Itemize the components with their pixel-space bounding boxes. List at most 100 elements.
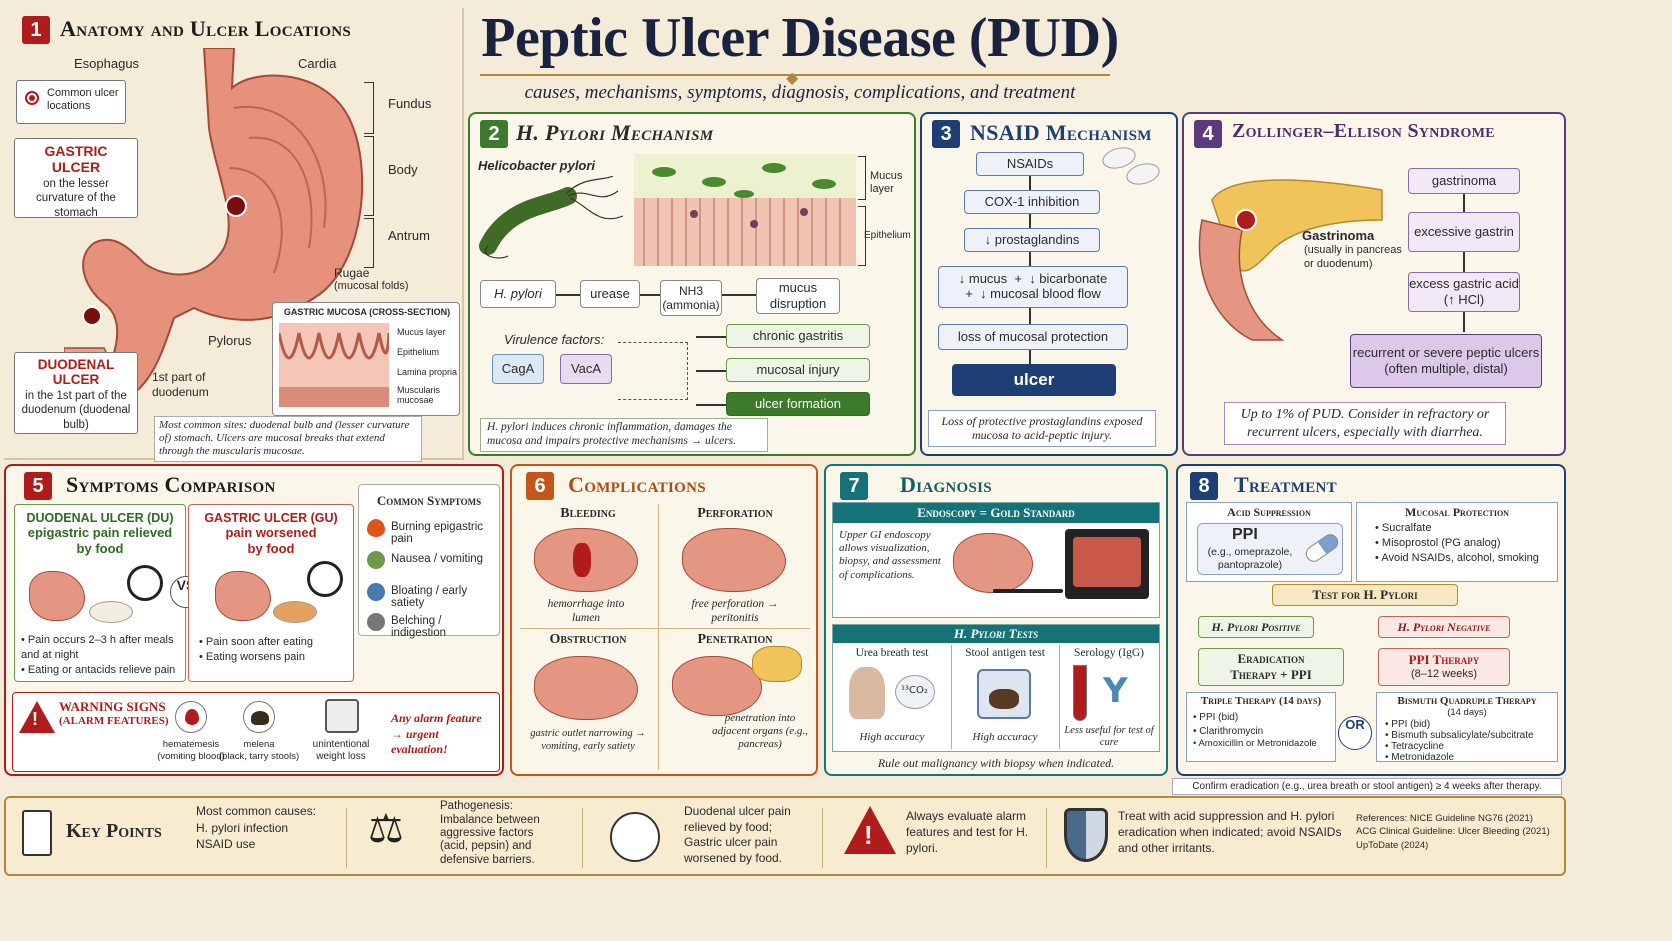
nsaid-step: ↓ prostaglandins bbox=[964, 228, 1100, 252]
stomach-icon bbox=[29, 571, 85, 621]
anatomy-note: Most common sites: duodenal bulb and (le… bbox=[154, 416, 422, 462]
zes-step: excess gastric acid (↑ HCl) bbox=[1408, 272, 1520, 312]
panel-diagnosis: 7 Diagnosis Endoscopy = Gold Standard Up… bbox=[824, 464, 1168, 776]
divider bbox=[1046, 808, 1047, 868]
or-badge: OR bbox=[1338, 716, 1372, 750]
key-point-text: Imbalance between aggressive factors (ac… bbox=[440, 814, 540, 866]
bracket bbox=[858, 206, 866, 266]
page-subtitle: causes, mechanisms, symptoms, diagnosis,… bbox=[524, 82, 1076, 103]
triple-item: Amoxicillin or Metronidazole bbox=[1193, 738, 1337, 751]
divider bbox=[658, 504, 659, 770]
nsaid-step: NSAIDs bbox=[976, 152, 1084, 176]
key-point-text: Treat with acid suppression and H. pylor… bbox=[1118, 809, 1342, 856]
panel-title: Anatomy and Ulcer Locations bbox=[60, 16, 352, 41]
reference-line: UpToDate (2024) bbox=[1356, 839, 1429, 851]
label-esophagus: Esophagus bbox=[74, 56, 140, 71]
mucosal-protection-box: Mucosal Protection Sucralfate Misoprosto… bbox=[1356, 502, 1558, 582]
bismuth-item: Tetracycline bbox=[1385, 741, 1557, 752]
mucosa-layer-label: Lamina propria bbox=[397, 367, 458, 377]
symptom-item: Belching / indigestion bbox=[391, 615, 446, 639]
warning-sub: (ALARM FEATURES) bbox=[59, 715, 169, 727]
label-rugae-sub: (mucosal folds) bbox=[334, 280, 409, 292]
bismuth-item: Bismuth subsalicylate/subcitrate bbox=[1385, 730, 1557, 741]
zes-note: Up to 1% of PUD. Consider in refractory … bbox=[1224, 402, 1506, 445]
mucosa-layer-label: Mucus layer bbox=[397, 327, 446, 337]
bismuth-title: Bismuth Quadruple Therapy bbox=[1397, 695, 1537, 707]
key-point-text: H. pylori infection NSAID use bbox=[196, 821, 289, 852]
panel-title: Complications bbox=[568, 472, 706, 497]
plate-icon bbox=[610, 812, 660, 862]
nsaid-step: + ↓ mucosal blood flow bbox=[965, 286, 1101, 301]
triple-item: Clarithromycin bbox=[1193, 725, 1337, 739]
alarm-icon bbox=[844, 806, 896, 854]
clipboard-icon bbox=[22, 810, 52, 856]
complication-title: Perforation bbox=[697, 506, 773, 521]
flow-hpylori: H. pylori bbox=[480, 280, 556, 308]
complication-caption: penetration into adjacent organs (e.g., … bbox=[712, 712, 808, 751]
zes-step: excessive gastrin bbox=[1408, 212, 1520, 252]
panel-title: Diagnosis bbox=[900, 472, 992, 497]
page-title: Peptic Ulcer Disease (PUD) bbox=[481, 7, 1119, 69]
gastric-ulcer-title: GASTRIC ULCER bbox=[44, 143, 108, 175]
person-breath-icon bbox=[849, 667, 885, 719]
flow-nh3: NH3 (ammonia) bbox=[660, 280, 722, 316]
hpylori-positive-box: H. Pylori Positive bbox=[1198, 616, 1314, 638]
key-points-title: Key Points bbox=[66, 820, 162, 842]
panel-complications: 6 Complications Bleeding hemorrhage into… bbox=[510, 464, 818, 776]
panel-hpylori: 2 H. Pylori Mechanism Helicobacter pylor… bbox=[468, 112, 916, 456]
key-point-heading: Pathogenesis: bbox=[440, 800, 513, 812]
tests-header: H. Pylori Tests bbox=[833, 625, 1159, 643]
warning-title: WARNING SIGNS bbox=[59, 699, 166, 714]
obstruction-stomach-icon bbox=[534, 656, 638, 720]
divider bbox=[520, 628, 810, 629]
common-symptoms-box: Common Symptoms Burning epigastric pain … bbox=[358, 484, 500, 639]
ornament-icon: ◆ bbox=[786, 68, 799, 87]
zes-step-ulcers: recurrent or severe peptic ulcers (often… bbox=[1350, 334, 1542, 388]
panel-title: NSAID Mechanism bbox=[970, 120, 1152, 145]
ppi-label: PPI bbox=[1232, 526, 1258, 543]
arrow bbox=[1463, 252, 1465, 272]
gu-bullets: Pain soon after eating Eating worsens pa… bbox=[199, 635, 349, 665]
monitor-icon bbox=[1065, 529, 1149, 599]
treatment-note: Confirm eradication (e.g., urea breath o… bbox=[1172, 778, 1562, 795]
arrow bbox=[696, 370, 726, 372]
bismuth-sub: (14 days) bbox=[1447, 707, 1487, 718]
pancreas-illustration bbox=[1198, 179, 1383, 341]
test-hpylori-box: Test for H. Pylori bbox=[1272, 584, 1458, 606]
test-title: Serology (IgG) bbox=[1074, 647, 1144, 659]
ppi-therapy-title: PPI Therapy bbox=[1408, 652, 1480, 667]
divider bbox=[1059, 645, 1060, 749]
hpylori-negative-box: H. Pylori Negative bbox=[1378, 616, 1510, 638]
du-bullet: Eating or antacids relieve pain bbox=[21, 663, 185, 678]
du-sub: epigastric pain relieved by food bbox=[27, 525, 173, 556]
key-points-bar: Key Points Most common causes: H. pylori… bbox=[4, 796, 1566, 876]
divider bbox=[822, 808, 823, 868]
hpylori-note: H. pylori induces chronic inflammation, … bbox=[480, 418, 768, 452]
warning-item: unintentional bbox=[312, 739, 370, 750]
outcome-mucosal-injury: mucosal injury bbox=[726, 358, 870, 382]
panel-number: 1 bbox=[22, 16, 50, 44]
breath-bag-icon bbox=[895, 675, 935, 709]
ppi-therapy-box: PPI Therapy (8–12 weeks) bbox=[1378, 648, 1510, 686]
warning-note: Any alarm feature → urgent evaluation! bbox=[391, 711, 482, 757]
gastric-ulcer-callout: GASTRIC ULCER on the lesser curvature of… bbox=[14, 138, 138, 219]
label-duodenum: 1st part of duodenum bbox=[152, 370, 209, 399]
triple-therapy-box: Triple Therapy (14 days) PPI (bid) Clari… bbox=[1186, 692, 1336, 762]
clock-icon bbox=[127, 565, 163, 601]
mucosal-item: Misoprostol (PG analog) bbox=[1375, 536, 1555, 551]
warning-item: hematemesis bbox=[162, 739, 220, 750]
mucosal-item: Avoid NSAIDs, alcohol, smoking bbox=[1375, 551, 1555, 566]
panel-title: Zollinger–Ellison Syndrome bbox=[1232, 120, 1495, 142]
key-point-text: Always evaluate alarm features and test … bbox=[906, 809, 1029, 856]
belching-icon bbox=[367, 613, 385, 631]
bacterium-illustration bbox=[479, 176, 624, 259]
panel-number: 7 bbox=[840, 472, 868, 500]
flame-icon bbox=[367, 519, 385, 537]
gastrinoma-label: Gastrinoma bbox=[1302, 228, 1375, 243]
complication-caption: free perforation → peritonitis bbox=[691, 598, 779, 624]
ulcer-marker-icon bbox=[25, 91, 39, 105]
nsaid-effects-box: ↓ mucus + ↓ bicarbonate + ↓ mucosal bloo… bbox=[938, 266, 1128, 308]
nsaid-step: COX-1 inhibition bbox=[964, 190, 1100, 214]
penetration-stomach-icon bbox=[672, 656, 762, 716]
pill-icon bbox=[1123, 159, 1163, 189]
